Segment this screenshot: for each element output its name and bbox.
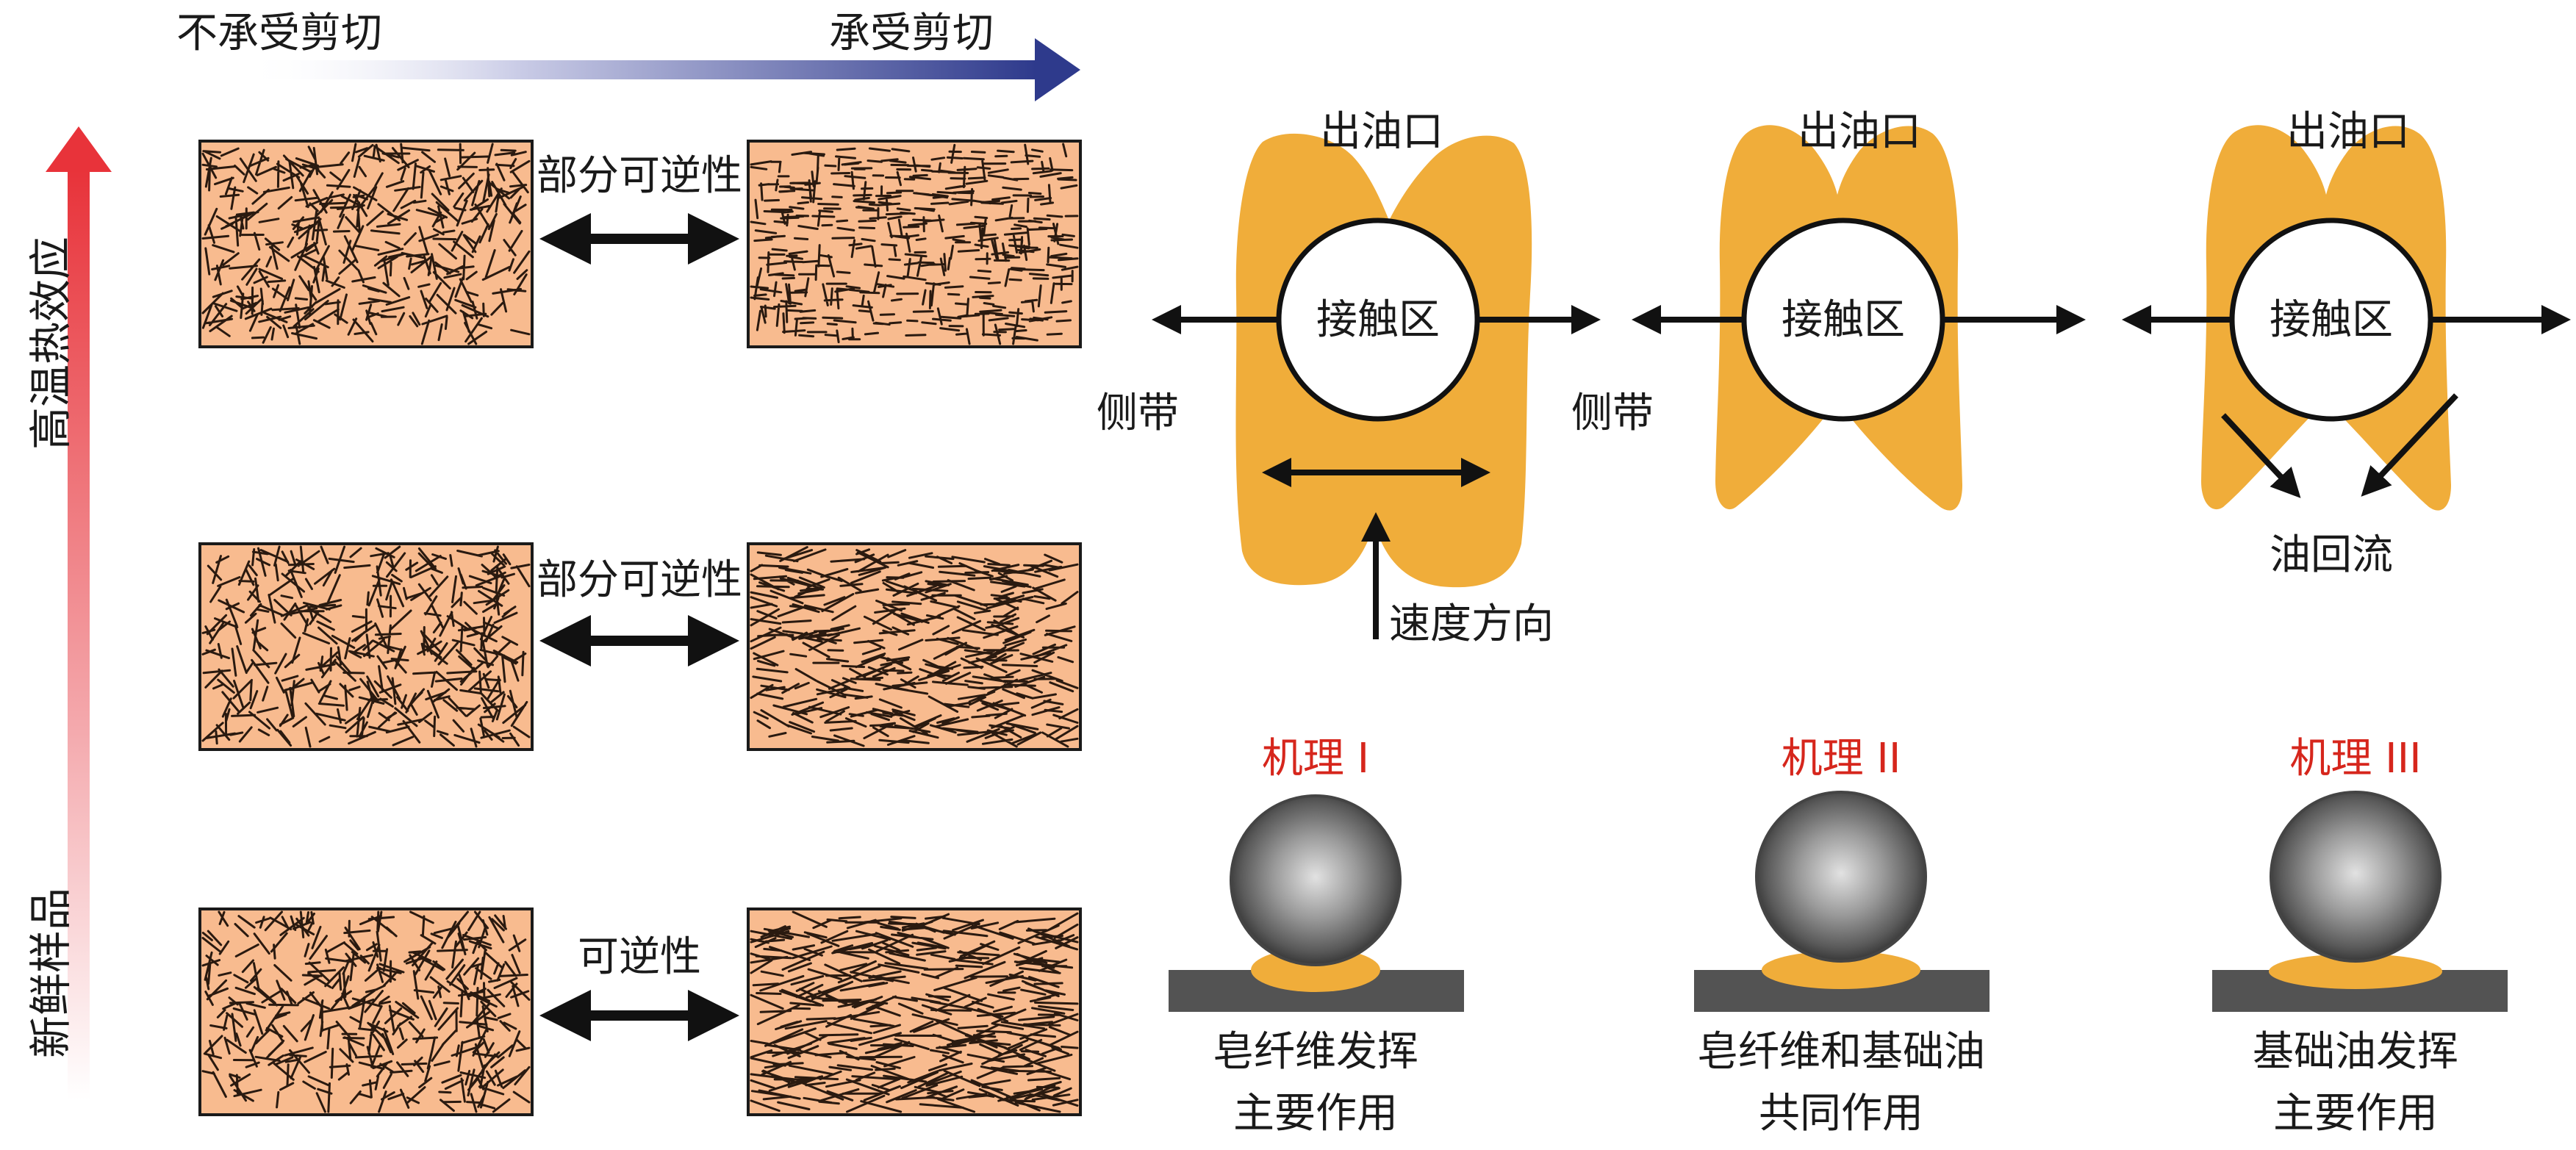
mechanism-2-title: 机理 II xyxy=(1782,738,1901,780)
thermal-bottom-label: 新鲜样品 xyxy=(29,888,72,1058)
mechanism-2-caption: 皂纤维和基础油 共同作用 xyxy=(1697,1021,1985,1145)
fiber-panel-row3-unsheared xyxy=(200,909,532,1115)
contact-zone-label-1: 接触区 xyxy=(1316,300,1440,341)
mechanism-2-line1: 皂纤维和基础油 xyxy=(1697,1021,1985,1083)
mechanism-1-line2: 主要作用 xyxy=(1213,1083,1418,1145)
fiber-panel-row1-unsheared xyxy=(200,141,532,347)
fiber-panel-row2-unsheared xyxy=(200,544,532,750)
mechanism-3-caption: 基础油发挥 主要作用 xyxy=(2253,1021,2458,1145)
row2-relation-label: 部分可逆性 xyxy=(537,560,742,601)
mechanism-1-line1: 皂纤维发挥 xyxy=(1213,1021,1418,1083)
side-band-label-2: 侧带 xyxy=(1571,393,1654,434)
contact-zone-label-2: 接触区 xyxy=(1782,300,1905,341)
mechanism-1-title: 机理 I xyxy=(1262,738,1369,780)
mechanism-3-line1: 基础油发挥 xyxy=(2253,1021,2458,1083)
side-band-label-1: 侧带 xyxy=(1097,393,1179,434)
oil-return-label: 油回流 xyxy=(2270,535,2393,576)
mechanism-3-line2: 主要作用 xyxy=(2253,1083,2458,1145)
mechanism-2-line2: 共同作用 xyxy=(1697,1083,1985,1145)
fiber-panel-row2-sheared xyxy=(748,544,1080,750)
mechanism-3-illustration xyxy=(2212,792,2508,1012)
fiber-panel-row1-sheared xyxy=(748,141,1080,347)
row3-relation-label: 可逆性 xyxy=(578,937,701,978)
mechanism-2-illustration xyxy=(1694,792,1990,1012)
outlet-label-3: 出油口 xyxy=(2286,112,2410,153)
contact-zone-label-3: 接触区 xyxy=(2270,300,2393,341)
mechanism-1-caption: 皂纤维发挥 主要作用 xyxy=(1213,1021,1418,1145)
row1-relation-label: 部分可逆性 xyxy=(537,156,742,197)
outlet-label-1: 出油口 xyxy=(1320,112,1443,153)
mechanism-1-illustration xyxy=(1169,796,1464,1012)
shear-right-label: 承受剪切 xyxy=(829,13,994,54)
mechanism-3-title: 机理 III xyxy=(2289,738,2421,780)
fiber-panel-row3-sheared xyxy=(748,909,1080,1115)
thermal-top-label: 高温热效应 xyxy=(29,237,72,450)
shear-left-label: 不承受剪切 xyxy=(176,13,382,54)
velocity-direction-label: 速度方向 xyxy=(1389,604,1554,645)
outlet-label-2: 出油口 xyxy=(1798,112,1921,153)
